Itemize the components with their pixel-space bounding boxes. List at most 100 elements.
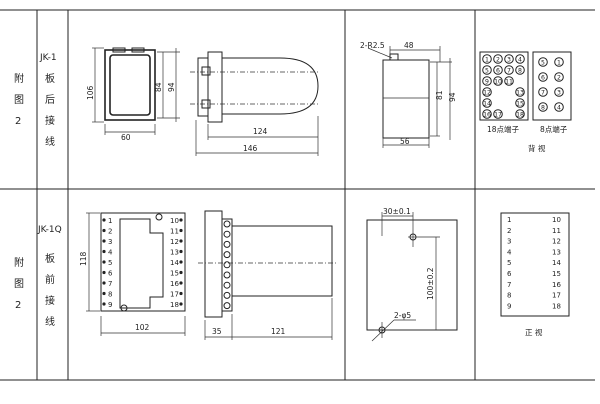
terminal-number: 6	[496, 67, 500, 74]
terminal-dot	[102, 249, 106, 254]
row1-fig-label: 附 图 2	[14, 72, 24, 127]
terminal-right-number: 10	[170, 217, 179, 225]
terminal-18-pin: 5	[482, 65, 492, 75]
front-table-right: 16	[552, 281, 561, 289]
row1-front-height-94: 94	[167, 82, 176, 92]
terminal-circle	[482, 76, 492, 86]
terminal-circle	[515, 54, 525, 64]
svg-text:板: 板	[45, 252, 55, 265]
row1-side-total-146: 146	[243, 144, 258, 153]
terminal-left-number: 7	[108, 280, 112, 288]
frame-grid	[0, 9, 595, 381]
terminal-dot	[102, 239, 106, 243]
terminal-left-number: 4	[108, 249, 113, 257]
row1-cutout-width-56: 56	[400, 137, 410, 146]
row2-hole-spacing: 30±0.1	[383, 207, 411, 216]
row1-side-depth-124: 124	[253, 127, 268, 136]
terminal-dot	[102, 260, 106, 264]
terminal-left-number: 1	[108, 217, 112, 225]
terminal-number: 14	[483, 100, 491, 107]
svg-text:2: 2	[15, 300, 21, 311]
terminal-number: 13	[516, 89, 524, 96]
svg-text:接: 接	[45, 114, 55, 127]
terminal-left-number: 2	[108, 228, 112, 236]
terminal-dot	[179, 302, 183, 306]
terminal-number: 1	[557, 59, 561, 66]
terminal-circle	[515, 98, 525, 108]
terminal-circle	[504, 54, 514, 64]
terminal-number: 3	[557, 89, 561, 96]
side-terminal-stud	[223, 302, 231, 310]
row1-front-width-60: 60	[121, 133, 131, 142]
row1-cutout-width-48: 48	[404, 41, 414, 50]
svg-text:图: 图	[14, 278, 24, 290]
front-table-right: 14	[552, 259, 561, 267]
row2-side-front-35: 35	[212, 327, 222, 336]
svg-text:2: 2	[15, 116, 21, 127]
terminal-dot	[179, 260, 183, 264]
terminal-8-pin: 1	[554, 57, 564, 67]
terminal-right-number: 17	[170, 291, 179, 299]
svg-text:附: 附	[14, 256, 24, 269]
terminal-18-pin: 2	[493, 54, 503, 64]
row2-fig-label: 附 图 2	[14, 256, 24, 311]
terminal-number: 11	[505, 78, 513, 85]
side-terminal-stud	[223, 240, 231, 248]
row1-cutout	[367, 46, 452, 148]
terminal-dot	[102, 291, 106, 296]
front-table-right: 10	[552, 216, 561, 224]
row2-model-label: JK-1Q	[37, 225, 62, 235]
terminal-number: 8	[518, 67, 522, 74]
terminal-18-pin: 12	[482, 87, 492, 97]
svg-text:后: 后	[45, 94, 55, 106]
row2-front-width-102: 102	[135, 323, 150, 332]
row1-front-outline	[92, 47, 180, 135]
row1-front-height-84: 84	[154, 82, 163, 92]
terminal-number: 2	[557, 74, 561, 81]
front-table-right: 12	[552, 238, 561, 246]
terminal-circle	[538, 57, 548, 67]
terminal-8-pin: 8	[538, 102, 548, 112]
svg-text:线: 线	[45, 135, 55, 148]
front-table-right: 13	[552, 248, 561, 256]
row1-model-label: JK-1	[39, 53, 57, 63]
terminal-number: 12	[483, 89, 491, 96]
side-terminal-stud	[223, 251, 231, 259]
side-terminal-stud	[223, 291, 231, 299]
terminal-18-pin: 14	[482, 98, 492, 108]
front-table-left: 3	[507, 238, 511, 246]
front-table-left: 2	[507, 227, 511, 235]
row1-cutout-height-81: 81	[435, 90, 444, 100]
terminal-18-pin: 11	[504, 76, 514, 86]
front-view-caption: 正 视	[525, 327, 543, 337]
terminal-18-pin: 4	[515, 54, 525, 64]
row2-hole-diameter: 2-φ5	[394, 311, 411, 320]
front-table-left: 1	[507, 216, 511, 224]
row2-side-view	[198, 210, 337, 340]
terminal-number: 4	[518, 56, 522, 63]
terminal-number: 5	[541, 59, 545, 66]
front-table-left: 9	[507, 302, 511, 310]
terminal-circle	[538, 72, 548, 82]
terminal-18-pin: 13	[515, 87, 525, 97]
terminal-circle	[504, 65, 514, 75]
terminal-number: 17	[494, 111, 502, 118]
terminal-circle	[504, 76, 514, 86]
terminal-circle	[515, 87, 525, 97]
terminal-circle	[554, 87, 564, 97]
row1-side-outline	[190, 51, 319, 156]
terminal-block-8-caption: 8点端子	[540, 124, 568, 134]
terminal-circle	[482, 98, 492, 108]
terminal-number: 8	[541, 104, 545, 111]
side-terminal-stud	[223, 220, 231, 228]
terminal-8-pin: 3	[554, 87, 564, 97]
terminal-18-pin: 1	[482, 54, 492, 64]
front-table-left: 8	[507, 292, 511, 300]
terminal-dot	[179, 249, 183, 254]
front-table-right: 18	[552, 302, 561, 310]
terminal-18-pin: 6	[493, 65, 503, 75]
terminal-number: 9	[485, 78, 489, 85]
